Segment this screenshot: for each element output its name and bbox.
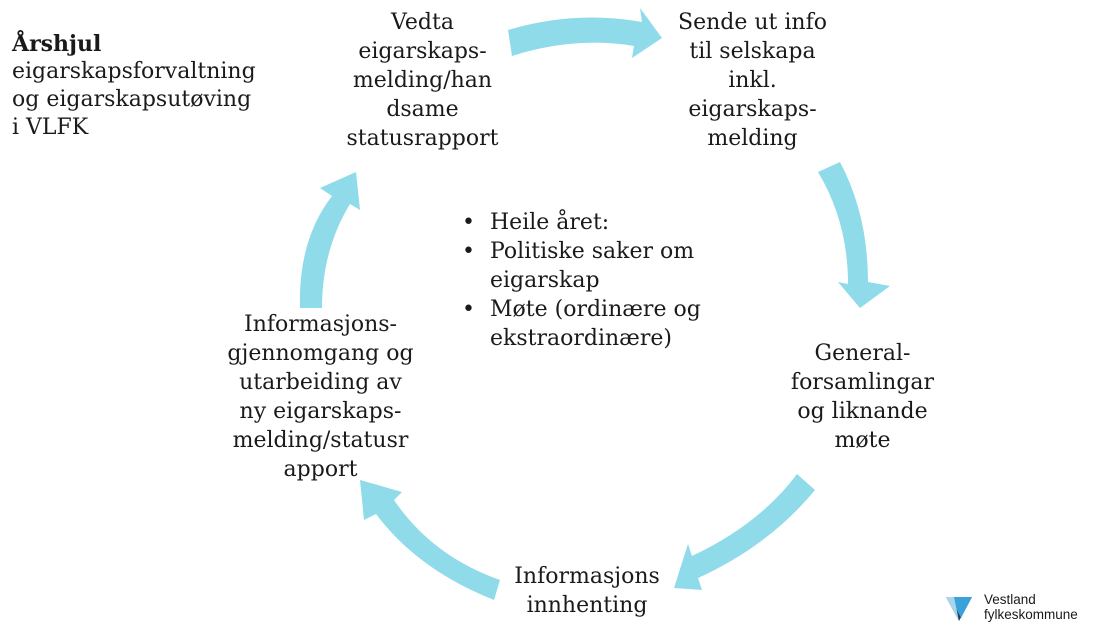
arrow-right-to-general xyxy=(818,162,890,308)
center-notes: Heile året: Politiske saker om eigarskap… xyxy=(460,208,730,353)
vestland-logo-text: Vestland fylkeskommune xyxy=(984,592,1078,622)
center-bullet-item: Politiske saker om eigarskap xyxy=(460,237,730,295)
vestland-logo-icon xyxy=(946,597,972,621)
diagram-title-block: Årshjul eigarskapsforvaltning og eigarsk… xyxy=(12,30,292,142)
cycle-node-vedta: Vedta eigarskaps- melding/han dsame stat… xyxy=(346,10,499,151)
cycle-node-generalforsamlingar: General- forsamlingar og liknande møte xyxy=(790,341,935,453)
center-bullet-list: Heile året: Politiske saker om eigarskap… xyxy=(460,208,730,353)
cycle-node-informasjons-innhenting: Informasjons innhenting xyxy=(514,564,660,618)
center-bullet-item: Heile året: xyxy=(460,208,730,237)
center-bullet-item: Møte (ordinære og ekstraordinære) xyxy=(460,295,730,353)
vestland-logo: Vestland fylkeskommune xyxy=(944,592,1094,625)
cycle-node-sende-ut-info: Sende ut info til selskapa inkl. eigarsk… xyxy=(678,10,827,151)
arrow-general-to-bottom xyxy=(674,474,815,590)
arrow-top-to-right xyxy=(508,8,662,58)
arrow-left-to-top xyxy=(299,172,360,308)
cycle-node-informasjonsgjennomgang: Informasjons- gjennomgang og utarbeiding… xyxy=(227,312,414,482)
diagram-subtitle: eigarskapsforvaltning og eigarskapsutøvi… xyxy=(12,59,256,140)
diagram-title: Årshjul xyxy=(12,31,102,57)
arrow-bottom-to-left xyxy=(360,480,500,600)
